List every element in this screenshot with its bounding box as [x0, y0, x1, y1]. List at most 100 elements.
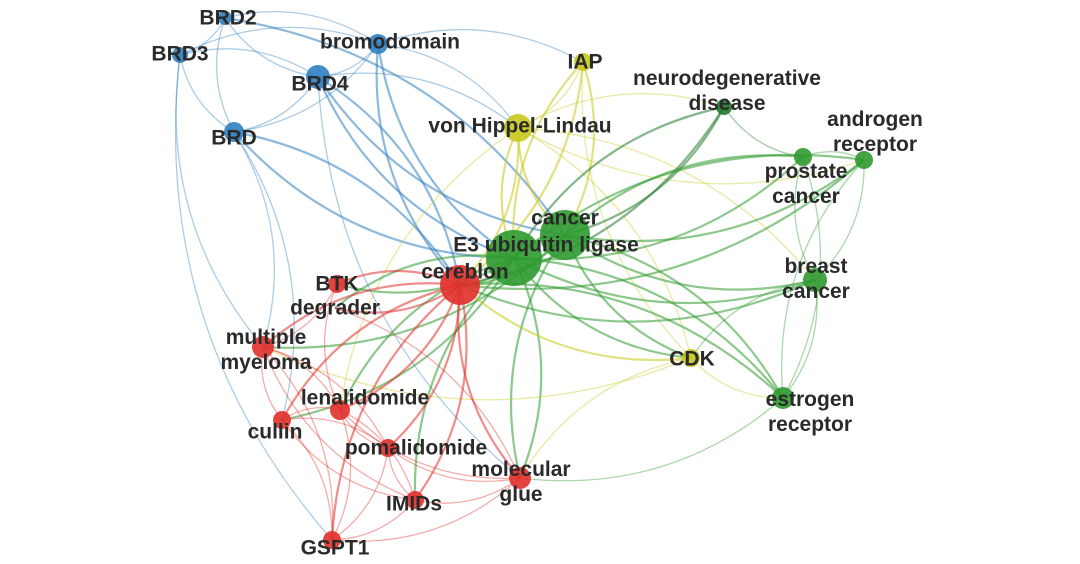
edge-glue-degrader	[334, 307, 521, 479]
node-label-brd[interactable]: BRD	[211, 126, 257, 151]
edge-e3-glue	[513, 257, 543, 479]
node-label-vhl[interactable]: von Hippel-Lindau	[428, 114, 611, 139]
node-label-line: myeloma	[220, 351, 312, 374]
node-bromodomain[interactable]	[368, 34, 388, 54]
node-cancer[interactable]	[540, 210, 590, 260]
node-brd2[interactable]	[218, 11, 232, 25]
edge-e3-cullin	[281, 257, 515, 422]
edge-brd3-brd	[179, 54, 235, 133]
node-prostate[interactable]	[794, 148, 812, 166]
node-label-lenalidomide[interactable]: lenalidomide	[301, 386, 429, 411]
node-label-imids[interactable]: IMIDs	[386, 492, 442, 517]
edge-vhl-cereblon	[459, 127, 520, 286]
node-neuro[interactable]	[716, 99, 732, 115]
node-imids[interactable]	[406, 491, 424, 509]
node-label-cullin[interactable]: cullin	[248, 420, 303, 445]
edge-cereblon-lenalidomide	[339, 284, 462, 412]
node-label-line: degrader	[290, 296, 380, 320]
node-label-bromodomain[interactable]: bromodomain	[320, 30, 460, 55]
node-label-line: cancer	[782, 280, 850, 303]
node-label-e3[interactable]: E3 ubiquitin ligase	[453, 233, 639, 258]
edge-brd-myeloma	[233, 131, 275, 348]
node-label-line: BRD2	[199, 6, 257, 30]
edge-bromodomain-e3	[376, 43, 515, 259]
node-label-pomalidomide[interactable]: pomalidomide	[345, 436, 487, 461]
node-glue[interactable]	[509, 467, 531, 489]
node-label-cdk[interactable]: CDK	[669, 347, 715, 372]
node-label-line: E3 ubiquitin ligase	[453, 233, 639, 257]
node-label-degrader[interactable]: degrader	[290, 296, 380, 321]
edge-cullin-pomalidomide	[281, 417, 389, 449]
node-lenalidomide[interactable]	[330, 400, 350, 420]
node-cullin[interactable]	[273, 411, 291, 429]
edge-brd4-cereblon	[317, 76, 462, 286]
node-label-line: cancer	[772, 185, 840, 208]
edge-brd3-myeloma	[175, 54, 264, 348]
edge-cereblon-myeloma	[262, 282, 461, 348]
node-label-line: cereblon	[421, 260, 509, 284]
node-brd4[interactable]	[306, 65, 330, 89]
node-cereblon[interactable]	[440, 265, 480, 305]
edge-vhl-neuro	[517, 92, 725, 129]
edge-btk-myeloma	[262, 283, 338, 348]
node-androgen[interactable]	[855, 151, 873, 169]
edge-cdk-cereblon	[459, 284, 692, 362]
node-label-line: BTK	[315, 272, 359, 296]
edge-e3-lenalidomide	[339, 256, 515, 411]
node-btk[interactable]	[328, 275, 346, 293]
node-label-gspt1[interactable]: GSPT1	[301, 536, 370, 561]
node-label-brd3[interactable]: BRD3	[151, 42, 208, 67]
edge-brd3-brd4	[179, 48, 319, 78]
node-breast[interactable]	[803, 268, 827, 292]
edge-cereblon-cullin	[281, 283, 461, 421]
node-cdk[interactable]	[682, 349, 700, 367]
edge-breast-estrogen	[782, 279, 818, 399]
node-estrogen[interactable]	[772, 387, 794, 409]
edge-myeloma-gspt1	[262, 346, 334, 541]
edge-estrogen-glue	[519, 397, 784, 482]
node-label-line: breast	[784, 255, 848, 278]
node-brd3[interactable]	[172, 47, 188, 63]
edge-prostate-cancer	[564, 154, 804, 236]
node-vhl[interactable]	[504, 114, 532, 142]
edge-lenalidomide-gspt1	[331, 409, 352, 541]
node-layer	[172, 11, 873, 549]
node-brd[interactable]	[224, 122, 244, 142]
edge-btk-lenalidomide	[323, 283, 341, 411]
node-label-brd4[interactable]: BRD4	[291, 72, 348, 97]
edge-imids-glue	[414, 477, 521, 504]
node-iap[interactable]	[574, 53, 592, 71]
edge-brd-bromodomain	[233, 43, 379, 133]
node-label-iap[interactable]: IAP	[567, 50, 602, 75]
node-label-line: BRD4	[291, 72, 349, 96]
edge-e3-estrogen	[513, 256, 784, 399]
node-label-cereblon[interactable]: cereblon	[421, 260, 509, 285]
edge-brd2-bromodomain	[224, 11, 379, 45]
edge-cdk-estrogen	[690, 357, 784, 399]
edge-pomalidomide-glue	[387, 447, 521, 483]
node-e3[interactable]	[486, 230, 542, 286]
edge-cereblon-imids	[414, 284, 468, 501]
node-label-line: GSPT1	[300, 536, 370, 560]
edge-brd4-e3	[316, 76, 515, 260]
edge-brd4-glue	[317, 76, 521, 479]
edge-bromodomain-iap	[377, 28, 584, 63]
edge-glue-gspt1	[331, 477, 521, 542]
node-label-brd2[interactable]: BRD2	[199, 6, 256, 31]
node-myeloma[interactable]	[252, 336, 274, 358]
node-label-cancer[interactable]: cancer	[531, 206, 599, 231]
node-pomalidomide[interactable]	[379, 439, 397, 457]
node-label-btk[interactable]: BTK	[315, 272, 358, 297]
edge-brd-cullin	[233, 131, 295, 421]
edge-androgen-breast	[814, 159, 865, 281]
edge-brd2-brd	[215, 17, 235, 133]
node-gspt1[interactable]	[323, 531, 341, 549]
